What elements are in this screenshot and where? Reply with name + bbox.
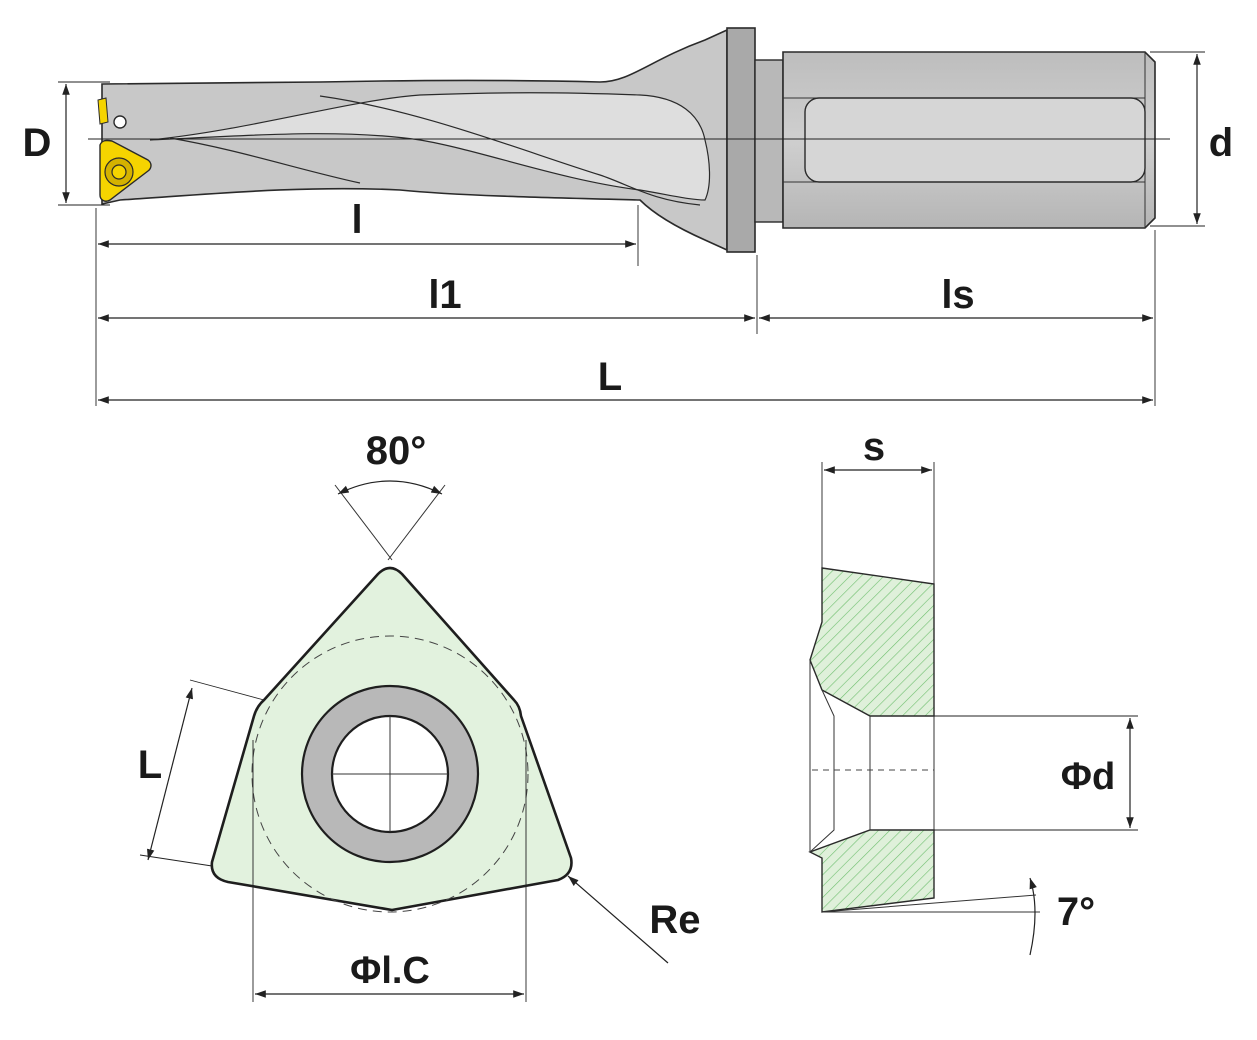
label-insert-L: L: [138, 743, 162, 787]
angle-line-left: [334, 484, 393, 561]
dim-line-insert-L: [147, 687, 193, 861]
label-D: D: [23, 121, 52, 165]
label-ls: ls: [941, 273, 974, 317]
label-l: l: [351, 198, 362, 242]
flute-twist-line-2: [169, 137, 361, 184]
label-hole-d: Φd: [1061, 756, 1115, 798]
label-l1: l1: [428, 273, 461, 317]
drill-body: [88, 27, 1170, 253]
section-lower: [808, 829, 935, 913]
section-upper: [809, 567, 935, 717]
flute-body: [101, 28, 728, 252]
label-7deg: 7°: [1057, 890, 1095, 934]
small-insert-edge: [97, 97, 109, 125]
inscribed-circle: [251, 635, 529, 913]
label-IC: Φl.C: [350, 950, 430, 992]
label-L: L: [598, 355, 622, 399]
shank-flat: [804, 97, 1146, 183]
label-Re: Re: [649, 898, 700, 942]
label-s: s: [863, 425, 885, 469]
leader-Re: [567, 875, 669, 964]
section-countersink: [809, 689, 835, 853]
label-d: d: [1209, 121, 1233, 165]
label-80deg: 80°: [366, 429, 427, 473]
angle-7-line: [821, 894, 1037, 913]
top-dimensions: D d l l1 ls L: [23, 51, 1233, 406]
insert-section-view: s Φd 7°: [808, 425, 1138, 956]
flange: [726, 27, 756, 253]
insert-front-view: 80° L Re Φl.C: [138, 429, 701, 1002]
angle-line-right: [387, 484, 446, 561]
flute-twist-line: [319, 95, 701, 206]
drill-insert: [99, 139, 152, 202]
coolant-hole: [113, 115, 127, 129]
neck: [754, 59, 784, 223]
angle-80-arc: [337, 480, 443, 495]
angle-7-arc: [1029, 877, 1037, 956]
